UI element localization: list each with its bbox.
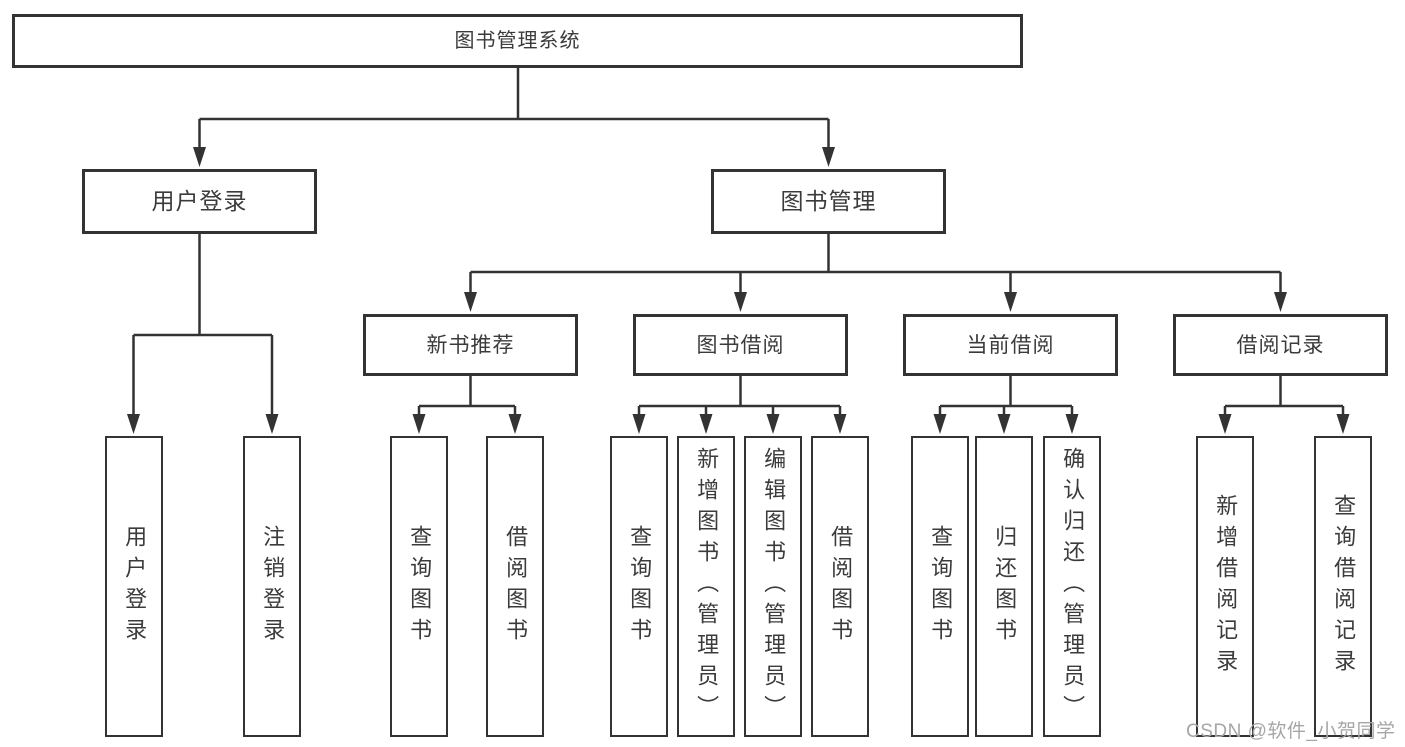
- node-new-book-recommend: 新书推荐: [363, 314, 578, 376]
- leaf-return-book: 归还图书: [975, 436, 1033, 737]
- csdn-watermark: CSDN @软件_小贺同学: [1186, 721, 1396, 742]
- leaf-confirm-return-admin: 确认归还（管理员）: [1043, 436, 1101, 737]
- leaf-current-query-books-label: 查询图书: [928, 524, 954, 649]
- leaf-add-borrow-record-label: 新增借阅记录: [1213, 493, 1239, 680]
- leaf-edit-book-admin: 编辑图书（管理员）: [744, 436, 802, 737]
- leaf-recommend-borrow-books: 借阅图书: [486, 436, 544, 737]
- node-book-borrow: 图书借阅: [633, 314, 848, 376]
- node-book-borrow-label: 图书借阅: [696, 333, 785, 357]
- leaf-query-borrow-record-label: 查询借阅记录: [1331, 493, 1357, 680]
- leaf-borrow-books-label: 借阅图书: [828, 524, 854, 649]
- leaf-user-login-label: 用户登录: [122, 524, 148, 649]
- node-borrow-records-label: 借阅记录: [1236, 333, 1325, 357]
- node-current-borrow: 当前借阅: [903, 314, 1118, 376]
- leaf-add-borrow-record: 新增借阅记录: [1196, 436, 1254, 737]
- leaf-borrow-query-books-label: 查询图书: [627, 524, 653, 649]
- leaf-add-book-admin: 新增图书（管理员）: [677, 436, 735, 737]
- leaf-return-book-label: 归还图书: [992, 524, 1018, 649]
- leaf-logout-label: 注销登录: [260, 524, 286, 649]
- leaf-query-borrow-record: 查询借阅记录: [1314, 436, 1372, 737]
- leaf-borrow-query-books: 查询图书: [610, 436, 668, 737]
- leaf-add-book-admin-label: 新增图书（管理员）: [694, 447, 720, 726]
- leaf-borrow-books: 借阅图书: [811, 436, 869, 737]
- node-borrow-records: 借阅记录: [1173, 314, 1388, 376]
- leaf-current-query-books: 查询图书: [911, 436, 969, 737]
- leaf-recommend-borrow-books-label: 借阅图书: [503, 524, 529, 649]
- leaf-edit-book-admin-label: 编辑图书（管理员）: [761, 447, 787, 726]
- leaf-logout: 注销登录: [243, 436, 301, 737]
- node-current-borrow-label: 当前借阅: [966, 333, 1055, 357]
- node-book-management-label: 图书管理: [780, 188, 877, 214]
- leaf-user-login: 用户登录: [105, 436, 163, 737]
- node-user-login-label: 用户登录: [151, 188, 248, 214]
- leaf-confirm-return-admin-label: 确认归还（管理员）: [1060, 447, 1086, 726]
- arrowheads: [127, 147, 1350, 434]
- leaf-recommend-query-books-label: 查询图书: [407, 524, 433, 649]
- node-new-book-recommend-label: 新书推荐: [426, 333, 515, 357]
- node-root: 图书管理系统: [12, 14, 1023, 68]
- node-user-login-group: 用户登录: [82, 169, 317, 234]
- node-book-management: 图书管理: [711, 169, 946, 234]
- node-root-label: 图书管理系统: [454, 30, 581, 52]
- leaf-recommend-query-books: 查询图书: [390, 436, 448, 737]
